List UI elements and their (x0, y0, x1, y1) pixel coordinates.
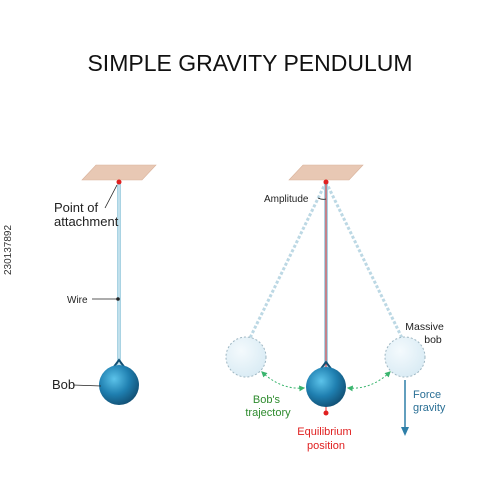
left-swing-wire (247, 181, 328, 341)
massive-bob-label: Massive bob (405, 321, 446, 346)
trajectory-line1: Bob's (253, 394, 281, 406)
left-bob (99, 365, 139, 405)
right-ghost-bob (384, 336, 426, 378)
wire-label: Wire (67, 295, 88, 306)
trajectory-label: Bob's trajectory (245, 394, 291, 419)
left-bob-hook (112, 358, 126, 369)
force-gravity-label: Force gravity (413, 389, 446, 414)
trajectory-arc-right (346, 371, 391, 392)
left-pendulum: Point of attachment Wire Bob (52, 164, 157, 405)
equilibrium-line2: position (307, 440, 345, 452)
center-bob (306, 367, 346, 407)
force-gravity-arrow-head (401, 427, 409, 436)
amplitude-arc (317, 197, 327, 200)
equilibrium-point (323, 410, 329, 416)
right-swing-wire (324, 181, 405, 341)
right-attachment-point (323, 179, 329, 185)
massive-bob-line2: bob (424, 334, 442, 346)
point-of-attachment-label: Point of attachment (54, 200, 119, 229)
trajectory-line2: trajectory (245, 407, 291, 419)
right-pendulum: Amplitude Massive bob Bob's trajectory E… (225, 164, 446, 452)
point-of-attachment-line2: attachment (54, 214, 119, 229)
center-bob-hook (319, 360, 333, 371)
stock-id-watermark: 230137892 (3, 224, 14, 276)
right-support-plate (288, 164, 364, 181)
bob-leader-line (72, 384, 102, 387)
left-ghost-bob (225, 336, 267, 378)
bob-label: Bob (52, 377, 75, 392)
trajectory-arc-left (261, 371, 306, 392)
amplitude-label: Amplitude (264, 194, 309, 205)
attachment-leader-line (104, 184, 118, 209)
massive-bob-line1: Massive (405, 321, 444, 333)
point-of-attachment-line1: Point of (54, 200, 98, 215)
equilibrium-label: Equilibrium position (297, 426, 354, 452)
force-line1: Force (413, 389, 441, 401)
force-line2: gravity (413, 402, 446, 414)
wire-leader-dot (116, 297, 120, 301)
equilibrium-line1: Equilibrium (297, 426, 351, 438)
left-support-plate (81, 164, 157, 181)
page-title: SIMPLE GRAVITY PENDULUM (87, 50, 412, 76)
left-attachment-point (116, 179, 122, 185)
